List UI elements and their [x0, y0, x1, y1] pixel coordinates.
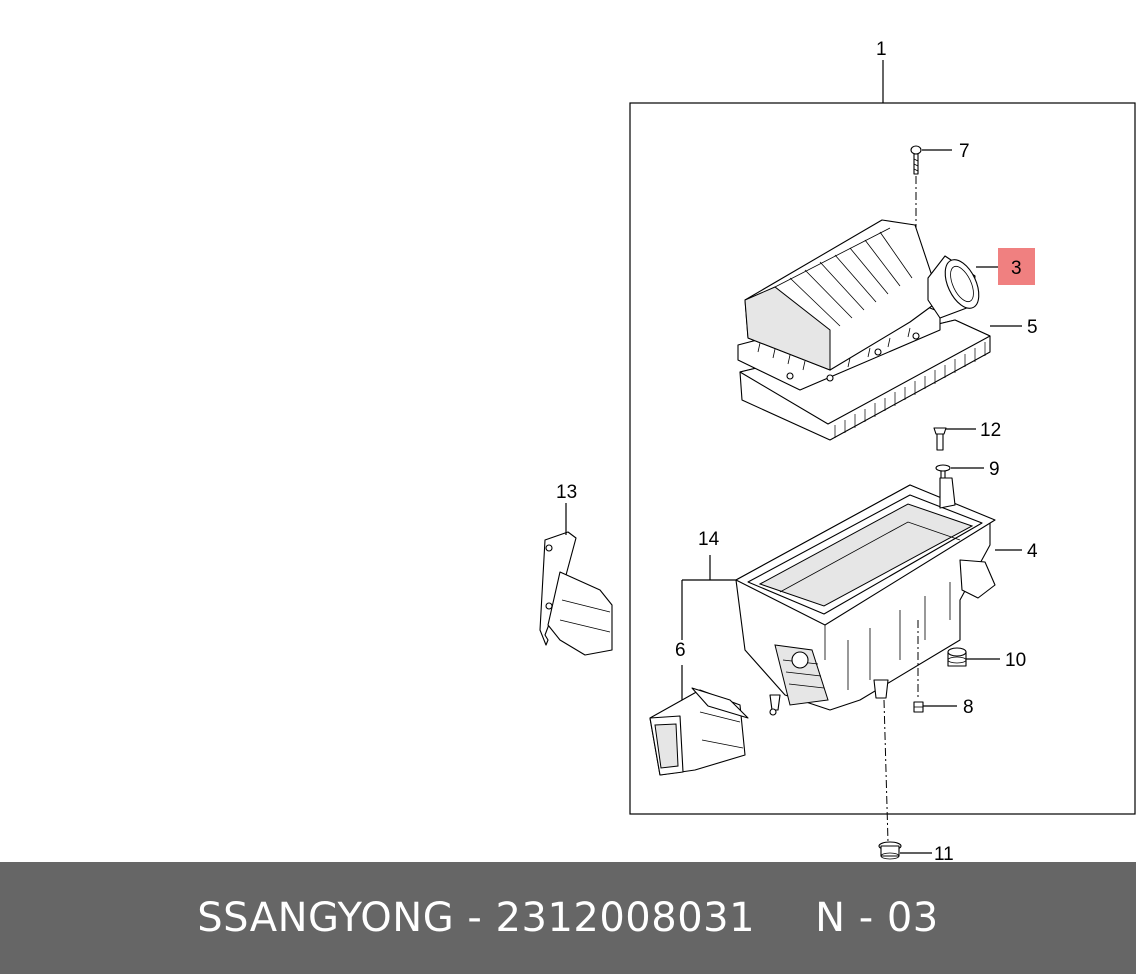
- bracket-13: [539, 531, 613, 656]
- footer-banner: SSANGYONG - 2312008031 N - 03: [0, 862, 1136, 974]
- callout-1: 1: [876, 39, 887, 60]
- callout-6: 6: [675, 640, 686, 661]
- upper-cover: [737, 219, 941, 391]
- mount-rubber-11: [878, 841, 902, 860]
- callout-12: 12: [980, 420, 1001, 441]
- callout-14: 14: [698, 529, 720, 550]
- bolt-7: [910, 145, 922, 175]
- callout-9: 9: [989, 459, 1000, 480]
- callout-3-highlight: [998, 248, 1035, 285]
- callout-5: 5: [1027, 317, 1038, 338]
- inlet-duct-6: [649, 687, 749, 776]
- lower-housing-4: [735, 477, 996, 716]
- page-code: N - 03: [815, 895, 939, 941]
- grommet-10: [947, 647, 967, 667]
- callout-3: 3: [1011, 258, 1022, 279]
- callout-8: 8: [963, 697, 974, 718]
- callout-10: 10: [1005, 650, 1026, 671]
- outlet-duct-3: [927, 255, 980, 319]
- part-label: SSANGYONG - 2312008031: [197, 895, 756, 941]
- callout-11: 11: [934, 844, 954, 862]
- callout-4: 4: [1027, 541, 1038, 562]
- callout-7: 7: [959, 141, 970, 162]
- clip-8: [913, 701, 924, 713]
- bolt-12: [933, 427, 947, 451]
- filter-element-5: [739, 319, 991, 441]
- callout-13: 13: [556, 482, 577, 503]
- parts-diagram: 1 7 5: [539, 39, 1136, 862]
